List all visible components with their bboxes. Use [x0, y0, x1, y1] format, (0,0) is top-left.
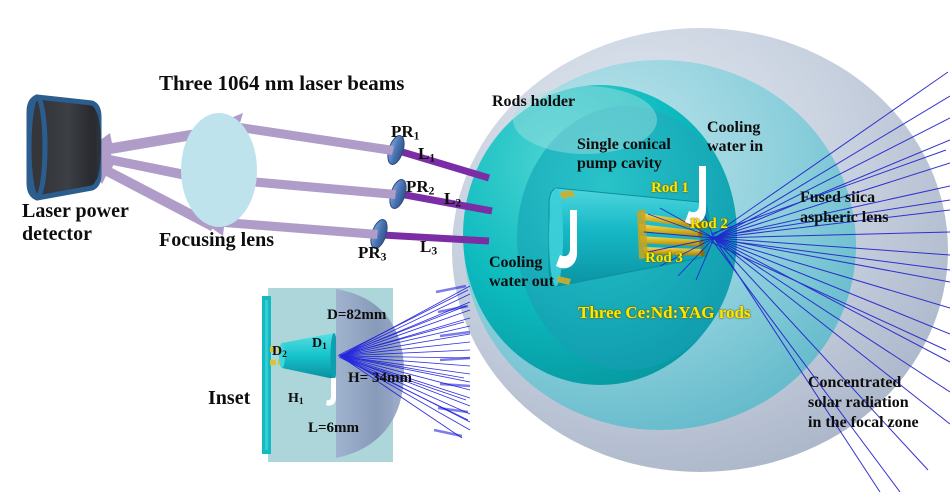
inset-D1-subscript: 1: [322, 342, 327, 353]
inset-H1-text: H: [288, 391, 299, 406]
cavity-mount-tab-top: [560, 190, 575, 199]
concentrated-label-line3: in the focal zone: [808, 414, 919, 431]
rod-3-label: Rod 3: [645, 250, 683, 266]
cooling-water-in-label-line2: water in: [707, 138, 764, 155]
sphere-highlight: [513, 86, 657, 154]
cavity-back-face: [549, 188, 563, 286]
laser-power-detector: [26, 94, 102, 201]
cooling-water-in-label-line1: Cooling: [707, 119, 761, 136]
focusing-lens: [181, 113, 257, 227]
inset-conical-cavity: [282, 333, 334, 379]
inset-D2-subscript: 2: [282, 350, 287, 361]
arrow-mirror2-to-lens: [226, 168, 396, 199]
concentrated-label-line1: Concentrated: [808, 374, 902, 391]
inset-H1-subscript: 1: [298, 397, 304, 408]
fused-lens-label-line2: aspheric lens: [800, 209, 889, 226]
pump-cavity-label-line2: pump cavity: [577, 155, 662, 172]
pr1-text: PR: [391, 122, 414, 141]
l2-label: L2: [444, 189, 462, 210]
l3-subscript: 3: [431, 244, 438, 258]
rod-ray-fan: [643, 203, 715, 281]
arrow-lens-to-detector-bot: [86, 159, 216, 231]
cooling-water-out-label-line1: Cooling: [489, 254, 543, 271]
inset-D1-label: D1: [312, 336, 327, 353]
arrow-mirror3-to-lens: [200, 209, 378, 239]
cooling-water-out-hook-icon: [556, 210, 577, 269]
arrow-mirror1-to-lens: [216, 113, 394, 155]
inset-mount-dot-2: [270, 360, 276, 365]
inset-L-label: L=6mm: [308, 420, 360, 436]
pr3-text: PR: [358, 243, 381, 262]
pr3-label: PR3: [358, 243, 387, 264]
rods-holder-label: Rods holder: [492, 93, 576, 110]
l3-label: L3: [420, 237, 438, 258]
l1-subscript: 1: [429, 151, 436, 165]
detector-label-line1: Laser power: [22, 200, 129, 222]
inset-cone-large-face: [330, 333, 338, 379]
l2-subscript: 2: [455, 196, 462, 210]
pr1-label: PR1: [391, 122, 420, 143]
inset-H-label: H= 34mm: [348, 370, 412, 386]
pr3-subscript: 3: [380, 250, 387, 264]
inset-ray-speckle: [433, 284, 471, 438]
inset-D2-label: D2: [272, 344, 287, 361]
inset-mount-dot-1: [270, 347, 276, 352]
fused-lens-label-line1: Fused siica: [800, 189, 876, 206]
laser-beams-group: [381, 147, 493, 245]
detector-label-line2: detector: [22, 223, 92, 245]
laser-beam-l2: [399, 190, 493, 215]
cooling-water-out-label-line2: water out: [489, 273, 555, 290]
pump-cavity-label-line1: Single conical: [577, 136, 671, 153]
inset-D-label: D=82mm: [327, 307, 387, 323]
rod-2-label: Rod 2: [690, 216, 728, 232]
cavity-mount-tab-bottom: [557, 276, 571, 285]
concentrated-label-line2: solar radiation: [808, 394, 909, 411]
l1-label: L1: [418, 144, 436, 165]
detector-aperture: [89, 111, 101, 181]
inset-D1-text: D: [312, 336, 323, 351]
rod-bundle-back-end: [637, 209, 648, 259]
rod-1-label: Rod 1: [651, 180, 689, 196]
laser-beam-l3: [381, 231, 490, 245]
three-rods-label: Three Ce:Nd:YAG rods: [578, 303, 751, 322]
inset-panel: [262, 284, 471, 462]
concentrated-solar-rays: [710, 71, 950, 492]
pr1-subscript: 1: [413, 129, 420, 143]
inset-cooling-hook-icon: [326, 378, 336, 406]
pr2-text: PR: [406, 177, 429, 196]
detector-back-face: [26, 94, 48, 200]
inset-H1-label: H1: [288, 391, 304, 408]
rod-4: [643, 247, 705, 257]
inset-window-bar-inner: [265, 300, 268, 450]
inset-cone-small-face: [279, 343, 285, 368]
inset-label: Inset: [208, 387, 251, 409]
pr2-label: PR2: [406, 177, 435, 198]
laser-beam-l1: [397, 147, 491, 182]
beams-title-label: Three 1064 nm laser beams: [159, 71, 405, 95]
inset-D2-text: D: [272, 344, 283, 359]
l1-text: L: [418, 144, 430, 163]
cooling-water-in-hook-icon: [685, 166, 706, 225]
focusing-lens-label: Focusing lens: [159, 229, 275, 251]
partial-reflection-mirrors: [370, 135, 407, 249]
l2-text: L: [444, 189, 456, 208]
pr2-subscript: 2: [428, 184, 435, 198]
l3-text: L: [420, 237, 432, 256]
